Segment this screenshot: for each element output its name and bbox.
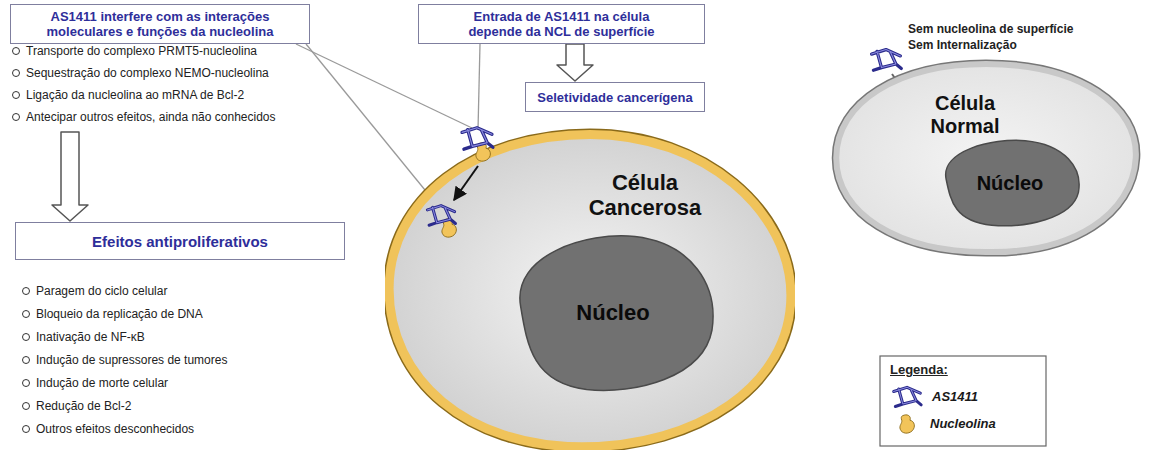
bullet-mark (12, 47, 20, 55)
bullet-text: Transporte do complexo PRMT5-nucleolina (26, 44, 257, 58)
bullet-mark (12, 113, 20, 121)
legend-title: Legenda: (890, 362, 948, 377)
bullet-mark (22, 379, 30, 387)
leader-line (306, 44, 438, 206)
bullet-mark (22, 310, 30, 318)
bullet-text: Sequestração do complexo NEMO-nucleolina (26, 66, 269, 80)
bullet-text: Redução de Bcl-2 (36, 399, 131, 413)
entry-box: Entrada de AS1411 na célula depende da N… (418, 4, 705, 44)
bullet-text: Antecipar outros efeitos, ainda não conh… (26, 110, 276, 124)
block-arrow (52, 132, 88, 221)
bullet-text: Ligação da nucleolina ao mRNA de Bcl-2 (26, 88, 244, 102)
selectivity-box: Seletividade cancerígena (525, 82, 705, 112)
bullet-mark (22, 425, 30, 433)
legend-aptamer-icon (894, 387, 922, 406)
cancer-cell: Célula CancerosaNúcleo (385, 128, 795, 450)
box-text: Entrada de AS1411 na célula depende da N… (453, 9, 670, 39)
nucleus-label: Núcleo (576, 300, 649, 326)
effects-box: Efeitos antiproliferativos (15, 222, 345, 260)
bullet-mark (12, 69, 20, 77)
bullet-text: Paragem do ciclo celular (36, 284, 167, 298)
box-text: Seletividade cancerígena (537, 90, 692, 105)
block-arrow (557, 44, 593, 81)
bullet-mark (22, 356, 30, 364)
bullet-text: Outros efeitos desconhecidos (36, 422, 194, 436)
bullet-mark (22, 287, 30, 295)
bullet-mark (12, 91, 20, 99)
legend-nucleolin-icon (900, 415, 914, 433)
nucleus: Núcleo (934, 136, 1086, 230)
leader-line (296, 44, 472, 128)
legend-text: AS1411 (932, 389, 978, 404)
note-text: Sem nucleolina de superfície Sem Interna… (908, 22, 1098, 53)
box-text: Efeitos antiproliferativos (92, 233, 268, 250)
legend-text: Nucleolina (930, 416, 996, 431)
cell-title: Célula Normal (900, 92, 1030, 138)
nucleus-label: Núcleo (977, 172, 1044, 195)
bullet-mark (22, 402, 30, 410)
normal-cell: Célula NormalNúcleo (830, 58, 1142, 258)
bullet-text: Indução de morte celular (36, 376, 168, 390)
bullet-text: Indução de supressores de tumores (36, 353, 227, 367)
bullet-text: Bloqueio da replicação de DNA (36, 307, 203, 321)
bullet-mark (22, 333, 30, 341)
surface-aptamer (462, 128, 493, 149)
outside-aptamer (872, 50, 902, 71)
legend-frame (880, 356, 1046, 446)
box-text: AS1411 interfere com as interações molec… (19, 9, 301, 39)
bullet-text: Inativação de NF-κB (36, 330, 145, 344)
nucleus: Núcleo (503, 228, 723, 398)
heading-box: AS1411 interfere com as interações molec… (10, 4, 310, 44)
cell-title: Célula Cancerosa (560, 170, 730, 221)
leader-line (478, 44, 480, 130)
